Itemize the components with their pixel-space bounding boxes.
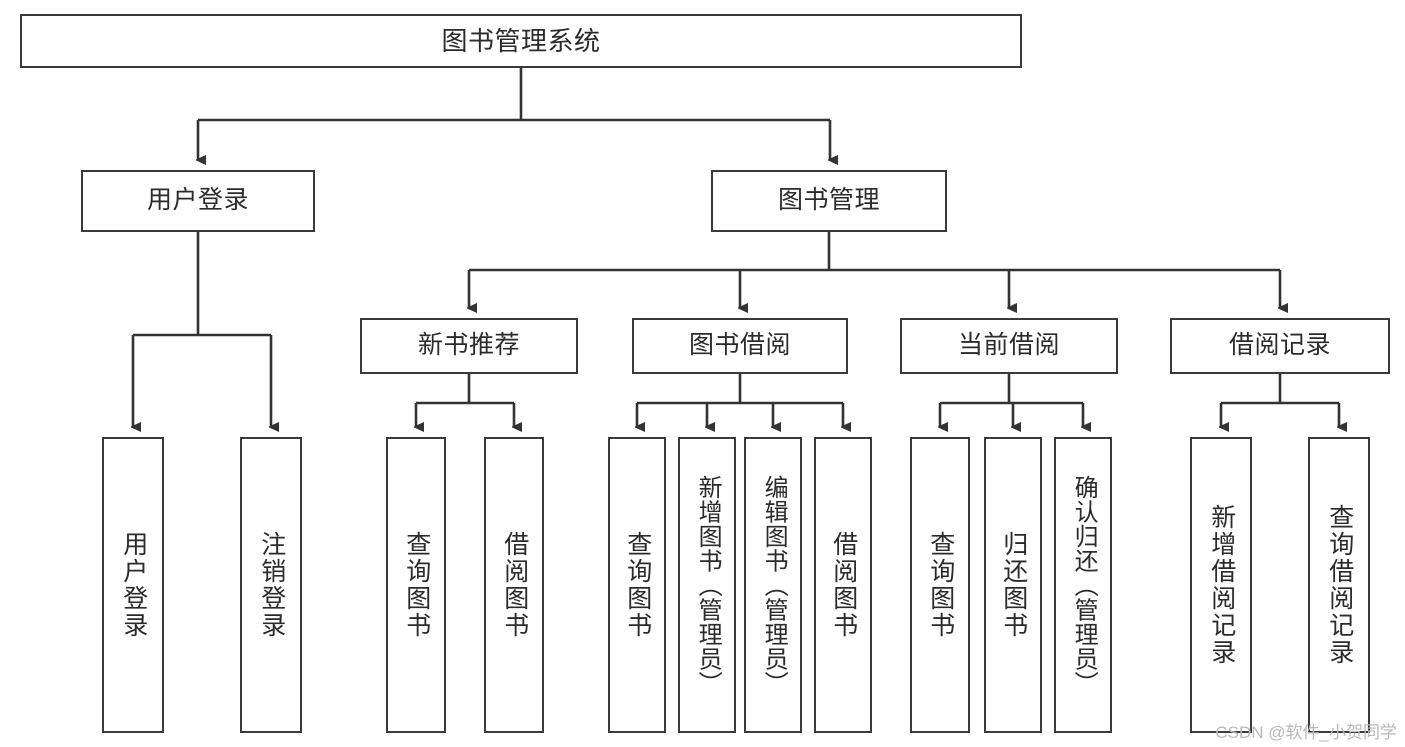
leaf-borrow-book-new-book[interactable]: 借阅图书 — [484, 437, 544, 733]
leaf-return-book[interactable]: 归还图书 — [984, 437, 1042, 733]
node-label: 新增图书（管理员） — [694, 474, 722, 696]
node-borrow-record[interactable]: 借阅记录 — [1170, 318, 1390, 374]
leaf-query-book-new-book[interactable]: 查询图书 — [386, 437, 446, 733]
node-label: 新增借阅记录 — [1207, 504, 1236, 666]
node-label: 借阅记录 — [1228, 331, 1331, 360]
node-book-management[interactable]: 图书管理 — [711, 170, 947, 232]
leaf-query-borrow-record[interactable]: 查询借阅记录 — [1308, 437, 1370, 733]
node-current-borrowing[interactable]: 当前借阅 — [900, 318, 1118, 374]
leaf-user-login[interactable]: 用户登录 — [102, 437, 164, 733]
leaf-borrow-book-borrowing[interactable]: 借阅图书 — [814, 437, 872, 733]
node-root-book-management-system[interactable]: 图书管理系统 — [20, 14, 1022, 68]
node-label: 图书管理系统 — [441, 25, 601, 56]
node-user-login[interactable]: 用户登录 — [81, 170, 315, 232]
node-book-borrowing[interactable]: 图书借阅 — [632, 318, 848, 374]
leaf-user-logout[interactable]: 注销登录 — [240, 437, 302, 733]
leaf-add-borrow-record[interactable]: 新增借阅记录 — [1190, 437, 1252, 733]
csdn-watermark: CSDN @软件_小贺同学 — [1215, 723, 1397, 742]
node-label: 用户登录 — [119, 531, 148, 639]
leaf-confirm-return-admin[interactable]: 确认归还（管理员） — [1054, 437, 1112, 733]
node-new-book-recommendation[interactable]: 新书推荐 — [360, 318, 578, 374]
leaf-add-book-admin[interactable]: 新增图书（管理员） — [678, 437, 736, 733]
node-label: 借阅图书 — [500, 531, 529, 639]
node-label: 查询借阅记录 — [1325, 504, 1354, 666]
node-label: 确认归还（管理员） — [1070, 474, 1098, 696]
node-label: 查询图书 — [623, 531, 652, 639]
leaf-query-book-borrowing[interactable]: 查询图书 — [608, 437, 666, 733]
node-label: 用户登录 — [146, 186, 249, 215]
leaf-edit-book-admin[interactable]: 编辑图书（管理员） — [744, 437, 802, 733]
node-label: 查询图书 — [926, 531, 955, 639]
node-label: 图书借阅 — [688, 331, 791, 360]
node-label: 编辑图书（管理员） — [760, 474, 788, 696]
node-label: 新书推荐 — [417, 331, 520, 360]
leaf-query-book-current[interactable]: 查询图书 — [910, 437, 970, 733]
node-label: 归还图书 — [999, 531, 1028, 639]
node-label: 借阅图书 — [829, 531, 858, 639]
node-label: 注销登录 — [257, 531, 286, 639]
node-label: 图书管理 — [777, 186, 880, 215]
node-label: 当前借阅 — [957, 331, 1060, 360]
node-label: 查询图书 — [402, 531, 431, 639]
